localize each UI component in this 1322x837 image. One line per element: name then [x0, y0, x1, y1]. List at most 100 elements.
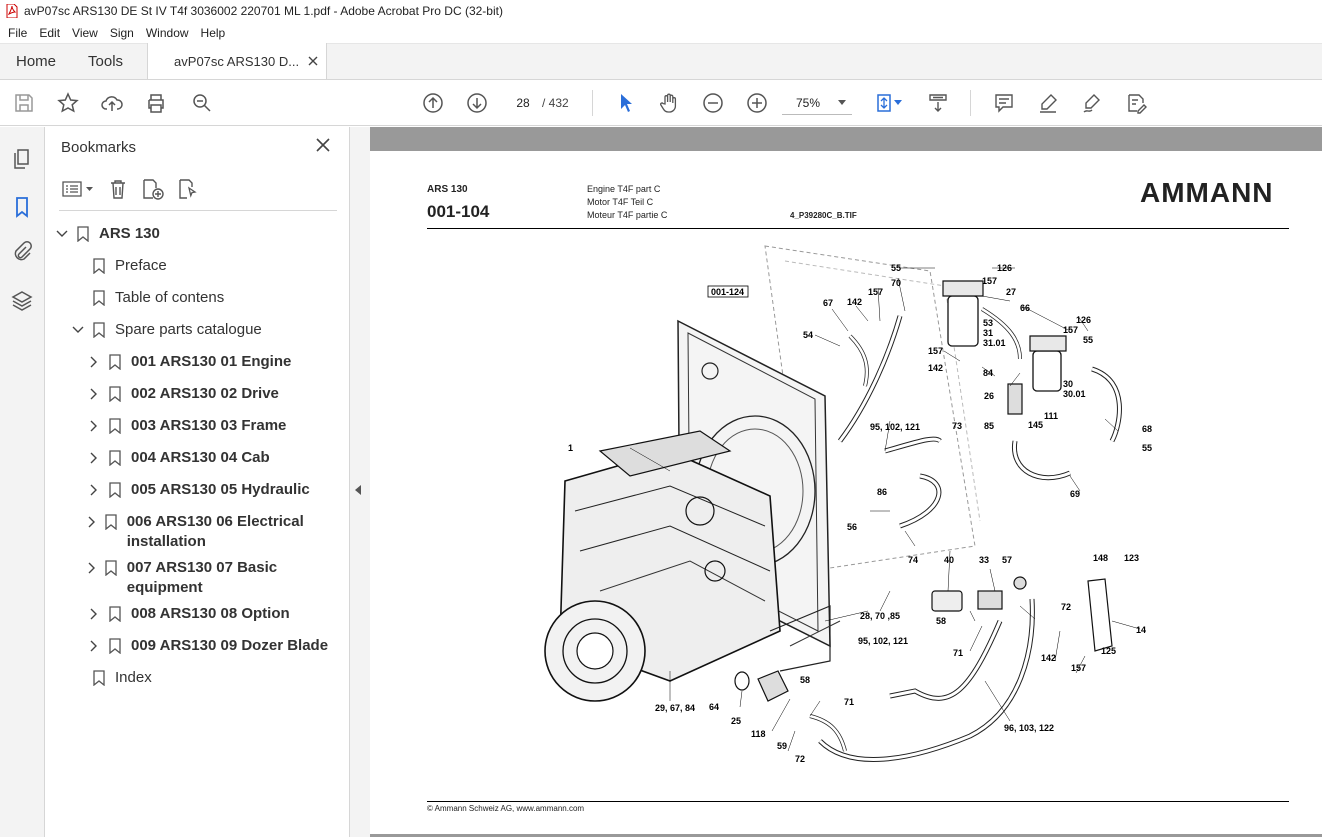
panel-collapse-handle[interactable]	[350, 127, 370, 837]
callout-label: 40	[944, 555, 954, 565]
bookmark-ars130[interactable]: ARS 130	[55, 224, 160, 244]
tab-tools[interactable]: Tools	[88, 52, 124, 70]
bookmark-008-option[interactable]: 008 ARS130 08 Option	[87, 604, 290, 624]
callout-label: 126	[1076, 315, 1091, 325]
tab-document[interactable]: avP07sc ARS130 D...	[147, 43, 328, 79]
chevron-right-icon[interactable]	[87, 416, 101, 436]
star-icon[interactable]	[56, 91, 80, 115]
zoom-search-icon[interactable]	[190, 91, 214, 115]
main-toolbar: 28 / 432 75%	[0, 80, 1322, 126]
callout-label: 31.01	[983, 338, 1006, 348]
bookmark-icon	[105, 560, 117, 576]
chevron-right-icon[interactable]	[87, 604, 101, 624]
document-viewport[interactable]: 001-124 55 126 70 157 27 67	[370, 127, 1322, 837]
hand-tool-icon[interactable]	[657, 91, 681, 115]
bookmark-spare-parts-catalogue[interactable]: Spare parts catalogue	[71, 320, 262, 340]
acrobat-pdf-icon	[6, 4, 18, 18]
layers-icon[interactable]	[10, 289, 34, 313]
close-panel-icon[interactable]	[315, 137, 331, 153]
page-number-input[interactable]: 28	[508, 91, 538, 115]
bookmark-search-icon[interactable]	[177, 178, 199, 200]
chevron-right-icon[interactable]	[87, 352, 101, 372]
delete-bookmark-icon[interactable]	[107, 178, 129, 200]
save-icon[interactable]	[12, 91, 36, 115]
highlight-pen-icon[interactable]	[1036, 91, 1060, 115]
callout-label: 55	[1142, 443, 1152, 453]
bookmarks-panel-icon[interactable]	[10, 195, 34, 219]
bookmark-options-icon[interactable]	[61, 179, 95, 199]
callout-label: 74	[908, 555, 918, 565]
next-page-icon[interactable]	[465, 91, 489, 115]
bookmark-007-basic-equipment[interactable]: 007 ARS130 07 Basic equipment	[87, 558, 287, 598]
chevron-right-icon[interactable]	[87, 480, 101, 500]
bookmark-label: Table of contens	[115, 289, 225, 306]
chevron-down-icon[interactable]	[71, 320, 85, 340]
window-title: avP07sc ARS130 DE St IV T4f 3036002 2207…	[24, 4, 503, 18]
bookmark-009-dozer-blade[interactable]: 009 ARS130 09 Dozer Blade	[87, 636, 328, 656]
tab-home[interactable]: Home	[16, 52, 57, 70]
bookmark-006-electrical[interactable]: 006 ARS130 06 Electrical installation	[87, 512, 307, 552]
bookmark-001-engine[interactable]: 001 ARS130 01 Engine	[87, 352, 291, 372]
collapse-arrow-icon	[355, 485, 361, 495]
chevron-down-icon	[838, 99, 846, 105]
bookmark-index[interactable]: Index	[93, 668, 152, 688]
attachments-paperclip-icon[interactable]	[10, 240, 34, 264]
bookmark-icon	[93, 290, 105, 306]
close-tab-icon[interactable]	[308, 56, 318, 66]
bookmark-002-drive[interactable]: 002 ARS130 02 Drive	[87, 384, 279, 404]
bookmark-icon	[93, 670, 105, 686]
callout-label: 27	[1006, 287, 1016, 297]
bookmark-icon	[109, 354, 121, 370]
menu-edit[interactable]: Edit	[39, 25, 61, 40]
bookmark-label: 006 ARS130 06 Electrical installation	[126, 513, 304, 550]
comment-icon[interactable]	[992, 91, 1016, 115]
bookmark-table-of-contents[interactable]: Table of contens	[93, 288, 224, 308]
print-icon[interactable]	[144, 91, 168, 115]
bookmark-preface[interactable]: Preface	[93, 256, 167, 276]
bookmark-003-frame[interactable]: 003 ARS130 03 Frame	[87, 416, 286, 436]
callout-label: 30.01	[1063, 389, 1086, 399]
callout-label: 118	[751, 729, 766, 739]
bookmark-005-hydraulic[interactable]: 005 ARS130 05 Hydraulic	[87, 480, 310, 500]
chevron-right-icon[interactable]	[87, 558, 97, 578]
callout-label: 30	[1063, 379, 1073, 389]
bookmark-label: Preface	[115, 257, 167, 274]
zoom-in-icon[interactable]	[745, 91, 769, 115]
callout-label: 1	[568, 443, 573, 453]
chevron-right-icon[interactable]	[87, 384, 101, 404]
chevron-down-icon[interactable]	[55, 224, 69, 244]
chevron-right-icon[interactable]	[87, 512, 97, 532]
zoom-out-icon[interactable]	[701, 91, 725, 115]
description-german: Motor T4F Teil C	[587, 197, 654, 207]
upload-cloud-icon[interactable]	[100, 91, 124, 115]
callout-label: 31	[983, 328, 993, 338]
menu-sign[interactable]: Sign	[109, 25, 134, 40]
document-model: ARS 130	[427, 184, 468, 195]
select-cursor-icon[interactable]	[614, 91, 638, 115]
bookmark-label: 005 ARS130 05 Hydraulic	[131, 481, 310, 498]
chevron-right-icon[interactable]	[87, 636, 101, 656]
fit-options-chevron-icon[interactable]	[892, 91, 904, 115]
callout-label: 142	[928, 363, 943, 373]
draw-sign-icon[interactable]	[1080, 91, 1104, 115]
callout-label: 148	[1093, 553, 1108, 563]
zoom-level-value: 75%	[796, 95, 821, 110]
chevron-right-icon[interactable]	[87, 448, 101, 468]
callout-label: 157	[928, 346, 943, 356]
menu-bar: File Edit View Sign Window Help	[0, 22, 1322, 44]
menu-file[interactable]: File	[8, 25, 28, 40]
menu-view[interactable]: View	[72, 25, 98, 40]
fit-page-icon[interactable]	[872, 91, 896, 115]
callout-label: 125	[1101, 646, 1116, 656]
bookmark-label: 004 ARS130 04 Cab	[131, 449, 270, 466]
previous-page-icon[interactable]	[421, 91, 445, 115]
new-bookmark-icon[interactable]	[141, 178, 165, 200]
page-thumbnails-icon[interactable]	[10, 147, 34, 171]
fill-sign-icon[interactable]	[1124, 91, 1148, 115]
menu-help[interactable]: Help	[200, 25, 226, 40]
scroll-mode-icon[interactable]	[926, 91, 950, 115]
zoom-level-select[interactable]: 75%	[782, 91, 852, 115]
menu-window[interactable]: Window	[145, 25, 189, 40]
callout-label: 85	[984, 421, 994, 431]
bookmark-004-cab[interactable]: 004 ARS130 04 Cab	[87, 448, 270, 468]
